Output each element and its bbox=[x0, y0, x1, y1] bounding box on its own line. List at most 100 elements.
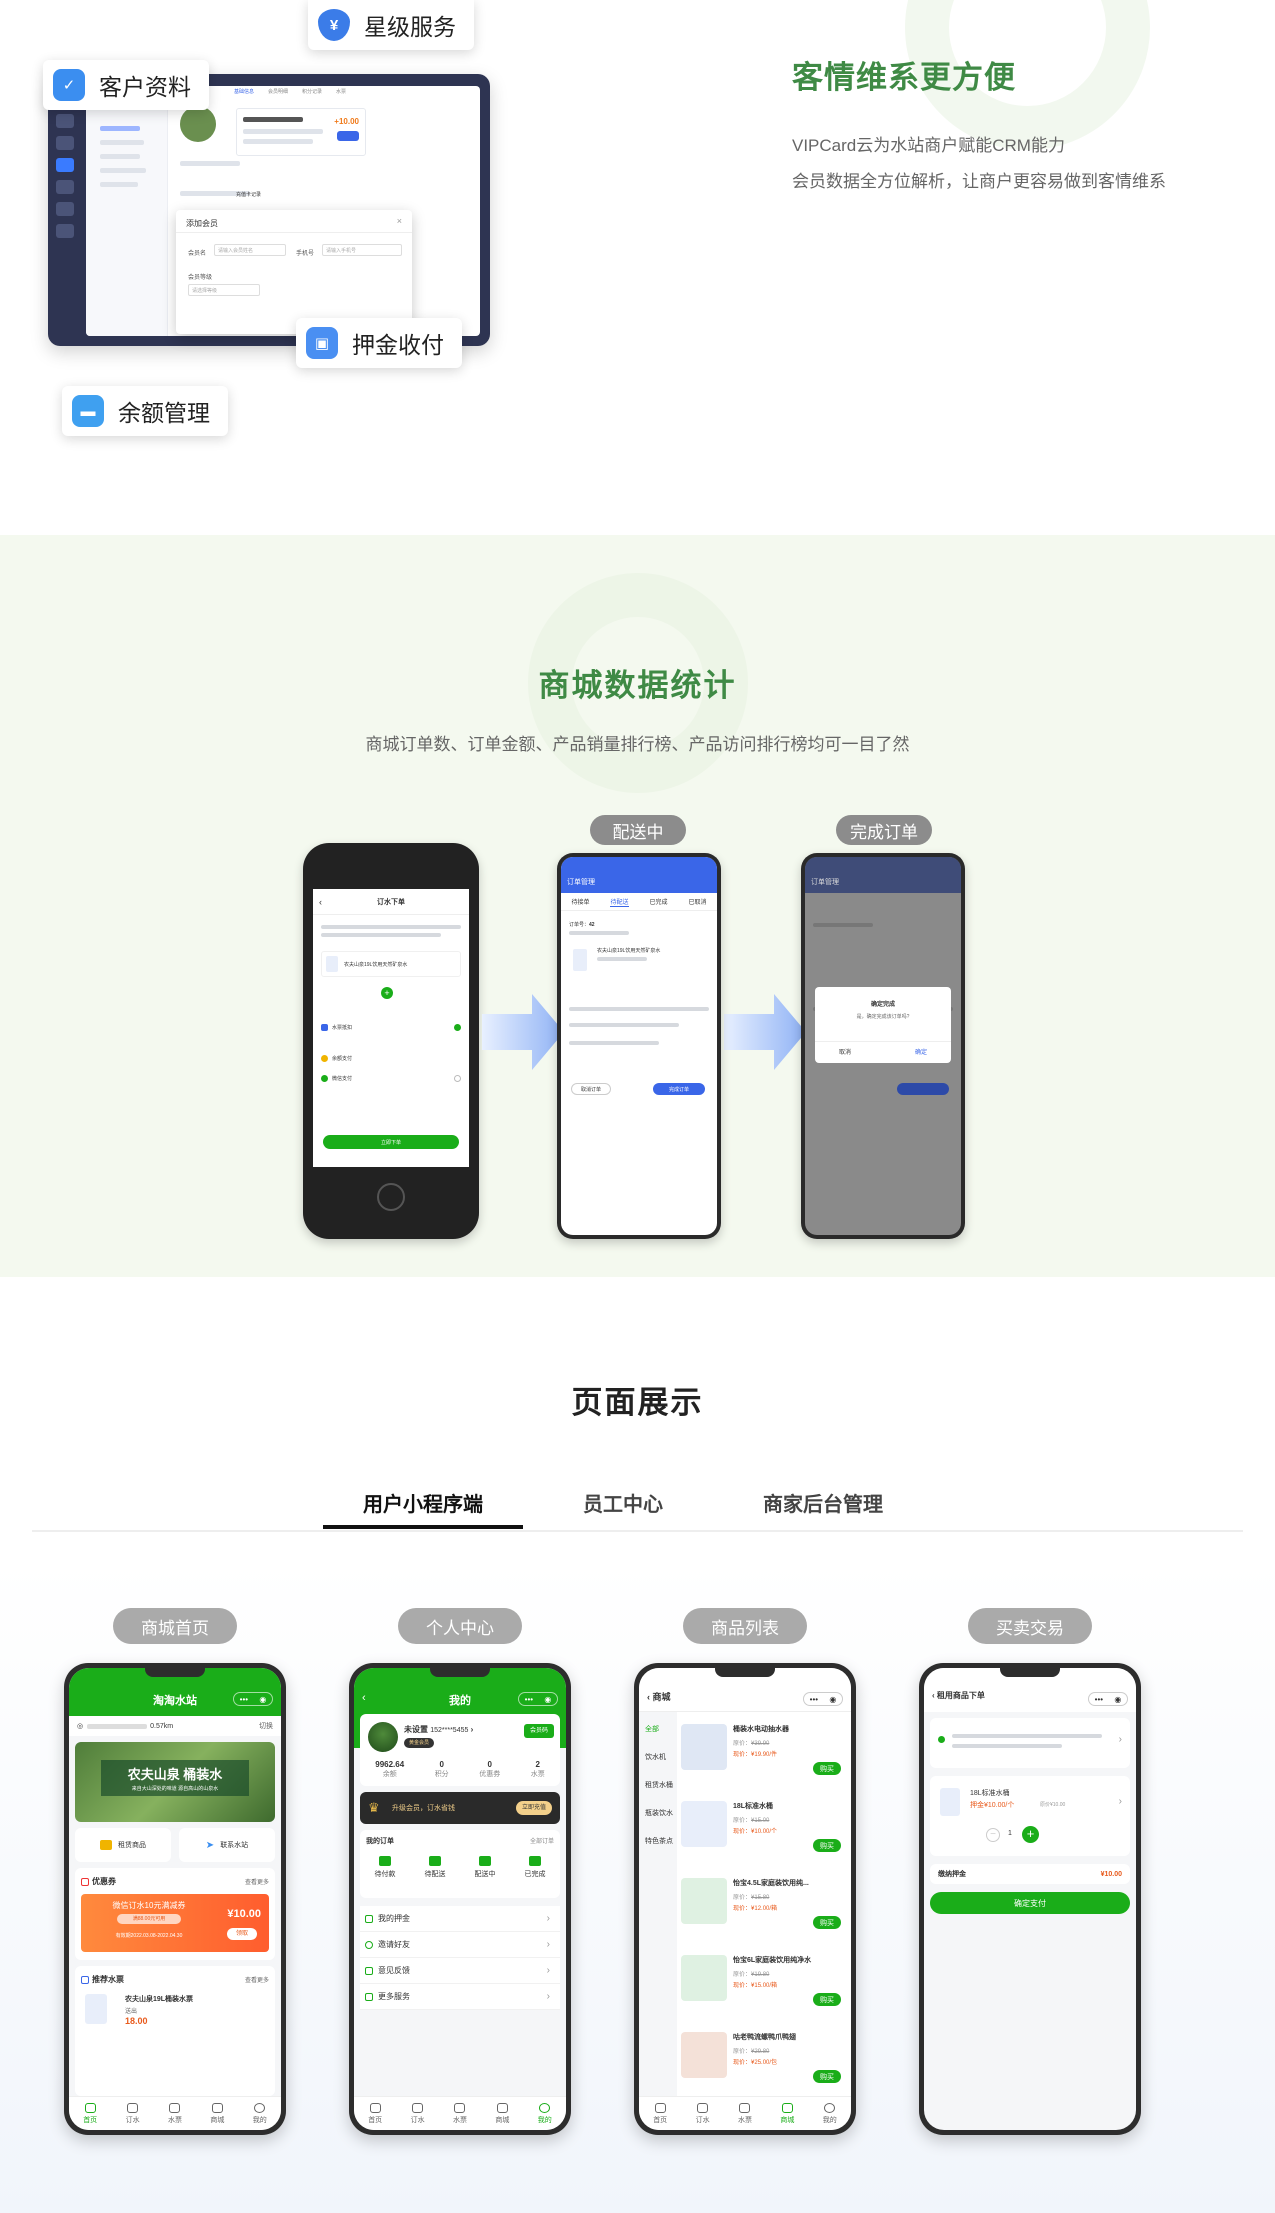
tabbar-order-water[interactable]: 订水 bbox=[411, 2102, 425, 2125]
tabbar-order-water[interactable]: 订水 bbox=[126, 2102, 140, 2125]
category-all[interactable]: 全部 bbox=[645, 1726, 659, 1733]
grid-icon bbox=[365, 1992, 373, 2001]
product-image bbox=[681, 1724, 727, 1770]
place-order-button[interactable]: 立即下单 bbox=[323, 1135, 459, 1149]
tab-merchant-admin[interactable]: 商家后台管理 bbox=[763, 1494, 883, 1516]
buy-button[interactable]: 购买 bbox=[813, 1916, 841, 1929]
all-orders-link[interactable]: 全部订单 bbox=[529, 1839, 554, 1845]
capsule-menu[interactable]: •••◉ bbox=[518, 1692, 558, 1706]
buy-button[interactable]: 购买 bbox=[813, 1762, 841, 1775]
menu-more[interactable]: 更多服务› bbox=[360, 1984, 560, 2010]
tab-done[interactable]: 已完成 bbox=[649, 900, 668, 906]
switch-store-link[interactable]: 切换 bbox=[259, 1723, 273, 1730]
capsule-menu[interactable]: •••◉ bbox=[233, 1692, 273, 1706]
dash-tab[interactable]: 水票 bbox=[336, 89, 347, 95]
contact-store-button[interactable]: ➤ 联系水站 bbox=[179, 1828, 275, 1862]
back-icon[interactable]: ‹ bbox=[319, 897, 322, 907]
member-level-select[interactable]: 请选择等级 bbox=[188, 284, 260, 296]
dialog-ok-button[interactable]: 确定 bbox=[914, 1050, 927, 1056]
pay-wechat[interactable]: 微信支付 bbox=[332, 1075, 353, 1082]
tabbar-me[interactable]: 我的 bbox=[823, 2102, 837, 2125]
tabbar-mall[interactable]: 商城 bbox=[495, 2102, 509, 2125]
deposit-total-value: ¥10.00 bbox=[1100, 1870, 1122, 1878]
chip-deposit-label: 押金收付 bbox=[352, 332, 444, 358]
dash-nav-icon-active bbox=[56, 158, 74, 172]
category-bottled[interactable]: 瓶装饮水 bbox=[645, 1810, 673, 1817]
tabbar-home[interactable]: 首页 bbox=[653, 2102, 667, 2125]
user-icon bbox=[254, 2102, 266, 2113]
water-bottle-icon bbox=[573, 949, 587, 971]
menu-deposit[interactable]: 我的押金› bbox=[360, 1906, 560, 1932]
buy-button[interactable]: 购买 bbox=[813, 1993, 841, 2006]
rent-goods-button[interactable]: 租赁商品 bbox=[75, 1828, 171, 1862]
coupon-ticket[interactable]: 微信订水10元满减券 满88.00元可用 有效期2022.03.08-2022.… bbox=[81, 1894, 269, 1952]
plus-icon[interactable]: + bbox=[381, 987, 393, 999]
avatar[interactable] bbox=[368, 1722, 398, 1752]
tabbar-home[interactable]: 首页 bbox=[368, 2102, 382, 2125]
tabbar-mall[interactable]: 商城 bbox=[780, 2102, 794, 2125]
tabbar-me[interactable]: 我的 bbox=[253, 2102, 267, 2125]
tabbar-tickets[interactable]: 水票 bbox=[453, 2102, 467, 2125]
dash-recharge-button[interactable] bbox=[337, 131, 359, 141]
tabbar-tickets[interactable]: 水票 bbox=[168, 2102, 182, 2125]
radio-icon[interactable] bbox=[454, 1074, 461, 1082]
buy-button[interactable]: 购买 bbox=[813, 1839, 841, 1852]
tab-pending[interactable]: 待接单 bbox=[571, 900, 590, 906]
order-to-deliver[interactable]: 待配送 bbox=[425, 1856, 446, 1879]
category-snacks[interactable]: 特色茶点 bbox=[645, 1838, 673, 1845]
ticket-more-link[interactable]: 查看更多 bbox=[244, 1978, 269, 1984]
minus-button[interactable]: − bbox=[986, 1828, 1000, 1842]
buy-button[interactable]: 购买 bbox=[813, 2070, 841, 2083]
member-code-button[interactable]: 会员码 bbox=[523, 1724, 554, 1738]
close-icon[interactable]: × bbox=[396, 216, 402, 226]
plus-button[interactable]: + bbox=[1022, 1826, 1039, 1843]
banner[interactable]: 农夫山泉 桶装水 来自大山深处的味道 源自高山的山泉水 bbox=[75, 1742, 275, 1822]
coupon-more-link[interactable]: 查看更多 bbox=[244, 1880, 269, 1886]
back-icon[interactable]: ‹ bbox=[362, 1692, 366, 1704]
member-name-input[interactable]: 请输入会员姓名 bbox=[214, 244, 286, 256]
menu-feedback[interactable]: 意见反馈› bbox=[360, 1958, 560, 1984]
claim-coupon-button[interactable]: 领取 bbox=[227, 1928, 257, 1940]
recharge-button[interactable]: 立即充值 bbox=[515, 1801, 552, 1815]
member-phone-input[interactable]: 请输入手机号 bbox=[322, 244, 402, 256]
order-delivering[interactable]: 配送中 bbox=[475, 1856, 496, 1879]
pay-ticket[interactable]: 水票抵扣 bbox=[332, 1024, 353, 1031]
dash-tab[interactable]: 会员明细 bbox=[268, 89, 289, 95]
category-rent-bucket[interactable]: 租赁水桶 bbox=[645, 1782, 673, 1789]
tab-staff-center[interactable]: 员工中心 bbox=[583, 1494, 663, 1516]
tabbar-mall[interactable]: 商城 bbox=[210, 2102, 224, 2125]
tab-cancelled[interactable]: 已取消 bbox=[688, 900, 707, 906]
tabbar-home[interactable]: 首页 bbox=[83, 2102, 97, 2125]
tabbar-order-water[interactable]: 订水 bbox=[696, 2102, 710, 2125]
address-card[interactable]: › bbox=[930, 1718, 1130, 1768]
confirm-pay-button[interactable]: 确定支付 bbox=[930, 1892, 1130, 1914]
dialog-cancel-button[interactable]: 取消 bbox=[839, 1050, 852, 1056]
cancel-order-button[interactable]: 取消订单 bbox=[571, 1083, 611, 1095]
tab-to-deliver[interactable]: 待配送 bbox=[610, 897, 629, 907]
check-icon[interactable] bbox=[454, 1023, 461, 1031]
order-unpaid[interactable]: 待付款 bbox=[375, 1856, 396, 1879]
dash-tab[interactable]: 基础信息 bbox=[234, 89, 255, 95]
capsule-menu[interactable]: •••◉ bbox=[803, 1692, 843, 1706]
order-done[interactable]: 已完成 bbox=[525, 1856, 546, 1879]
category-dispenser[interactable]: 饮水机 bbox=[645, 1754, 666, 1761]
ticket-icon bbox=[169, 2102, 181, 2113]
menu-invite[interactable]: 邀请好友› bbox=[360, 1932, 560, 1958]
finish-order-button[interactable]: 完成订单 bbox=[653, 1083, 705, 1095]
tabbar-me[interactable]: 我的 bbox=[538, 2102, 552, 2125]
tab-user-miniprogram[interactable]: 用户小程序端 bbox=[363, 1494, 483, 1516]
tabbar-tickets[interactable]: 水票 bbox=[738, 2102, 752, 2125]
capsule-menu[interactable]: •••◉ bbox=[1088, 1692, 1128, 1706]
mall-stats-section: 商城数据统计 商城订单数、订单金额、产品销量排行榜、产品访问排行榜均可一目了然 … bbox=[0, 535, 1275, 1277]
pay-balance[interactable]: 余额支付 bbox=[332, 1055, 353, 1062]
dash-tab[interactable]: 积分记录 bbox=[302, 89, 323, 95]
